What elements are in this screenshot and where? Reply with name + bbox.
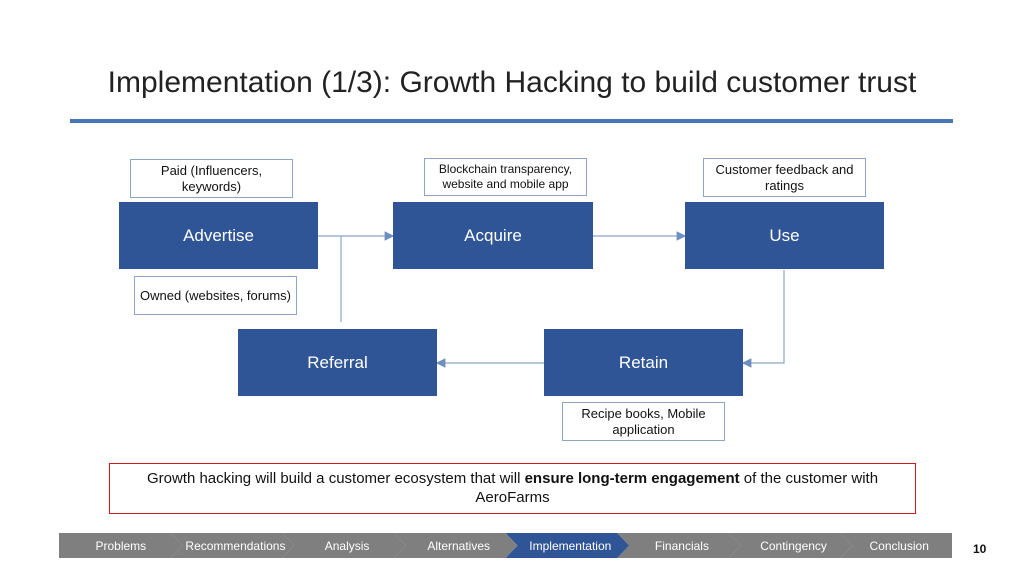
note-owned: Owned (websites, forums) <box>134 276 297 315</box>
nav-analysis[interactable]: Analysis <box>282 533 406 558</box>
nav-alternatives[interactable]: Alternatives <box>394 533 518 558</box>
advertise-box: Advertise <box>119 202 318 269</box>
arrow-use-retain <box>741 270 785 368</box>
referral-box: Referral <box>238 329 437 396</box>
slide-title: Implementation (1/3): Growth Hacking to … <box>107 66 917 99</box>
key-message-callout: Growth hacking will build a customer eco… <box>109 463 916 514</box>
nav-problems[interactable]: Problems <box>59 533 183 558</box>
callout-emphasis: ensure long-term engagement <box>524 470 740 487</box>
callout-text-end: of the customer with AeroFarms <box>475 470 879 506</box>
note-paid: Paid (Influencers, keywords) <box>130 159 293 198</box>
title-divider <box>70 119 953 123</box>
use-box: Use <box>685 202 884 269</box>
retain-box: Retain <box>544 329 743 396</box>
nav-conclusion[interactable]: Conclusion <box>840 533 952 558</box>
acquire-box: Acquire <box>393 202 593 269</box>
page-number: 10 <box>973 542 987 556</box>
nav-financials[interactable]: Financials <box>617 533 741 558</box>
note-recipe: Recipe books, Mobile application <box>562 402 725 441</box>
nav-recommendations[interactable]: Recommendations <box>171 533 295 558</box>
nav-implementation[interactable]: Implementation <box>506 533 630 558</box>
note-blockchain: Blockchain transparency, website and mob… <box>424 158 587 196</box>
note-feedback: Customer feedback and ratings <box>703 158 866 197</box>
callout-text: Growth hacking will build a customer eco… <box>146 470 525 487</box>
nav-contingency[interactable]: Contingency <box>729 533 853 558</box>
